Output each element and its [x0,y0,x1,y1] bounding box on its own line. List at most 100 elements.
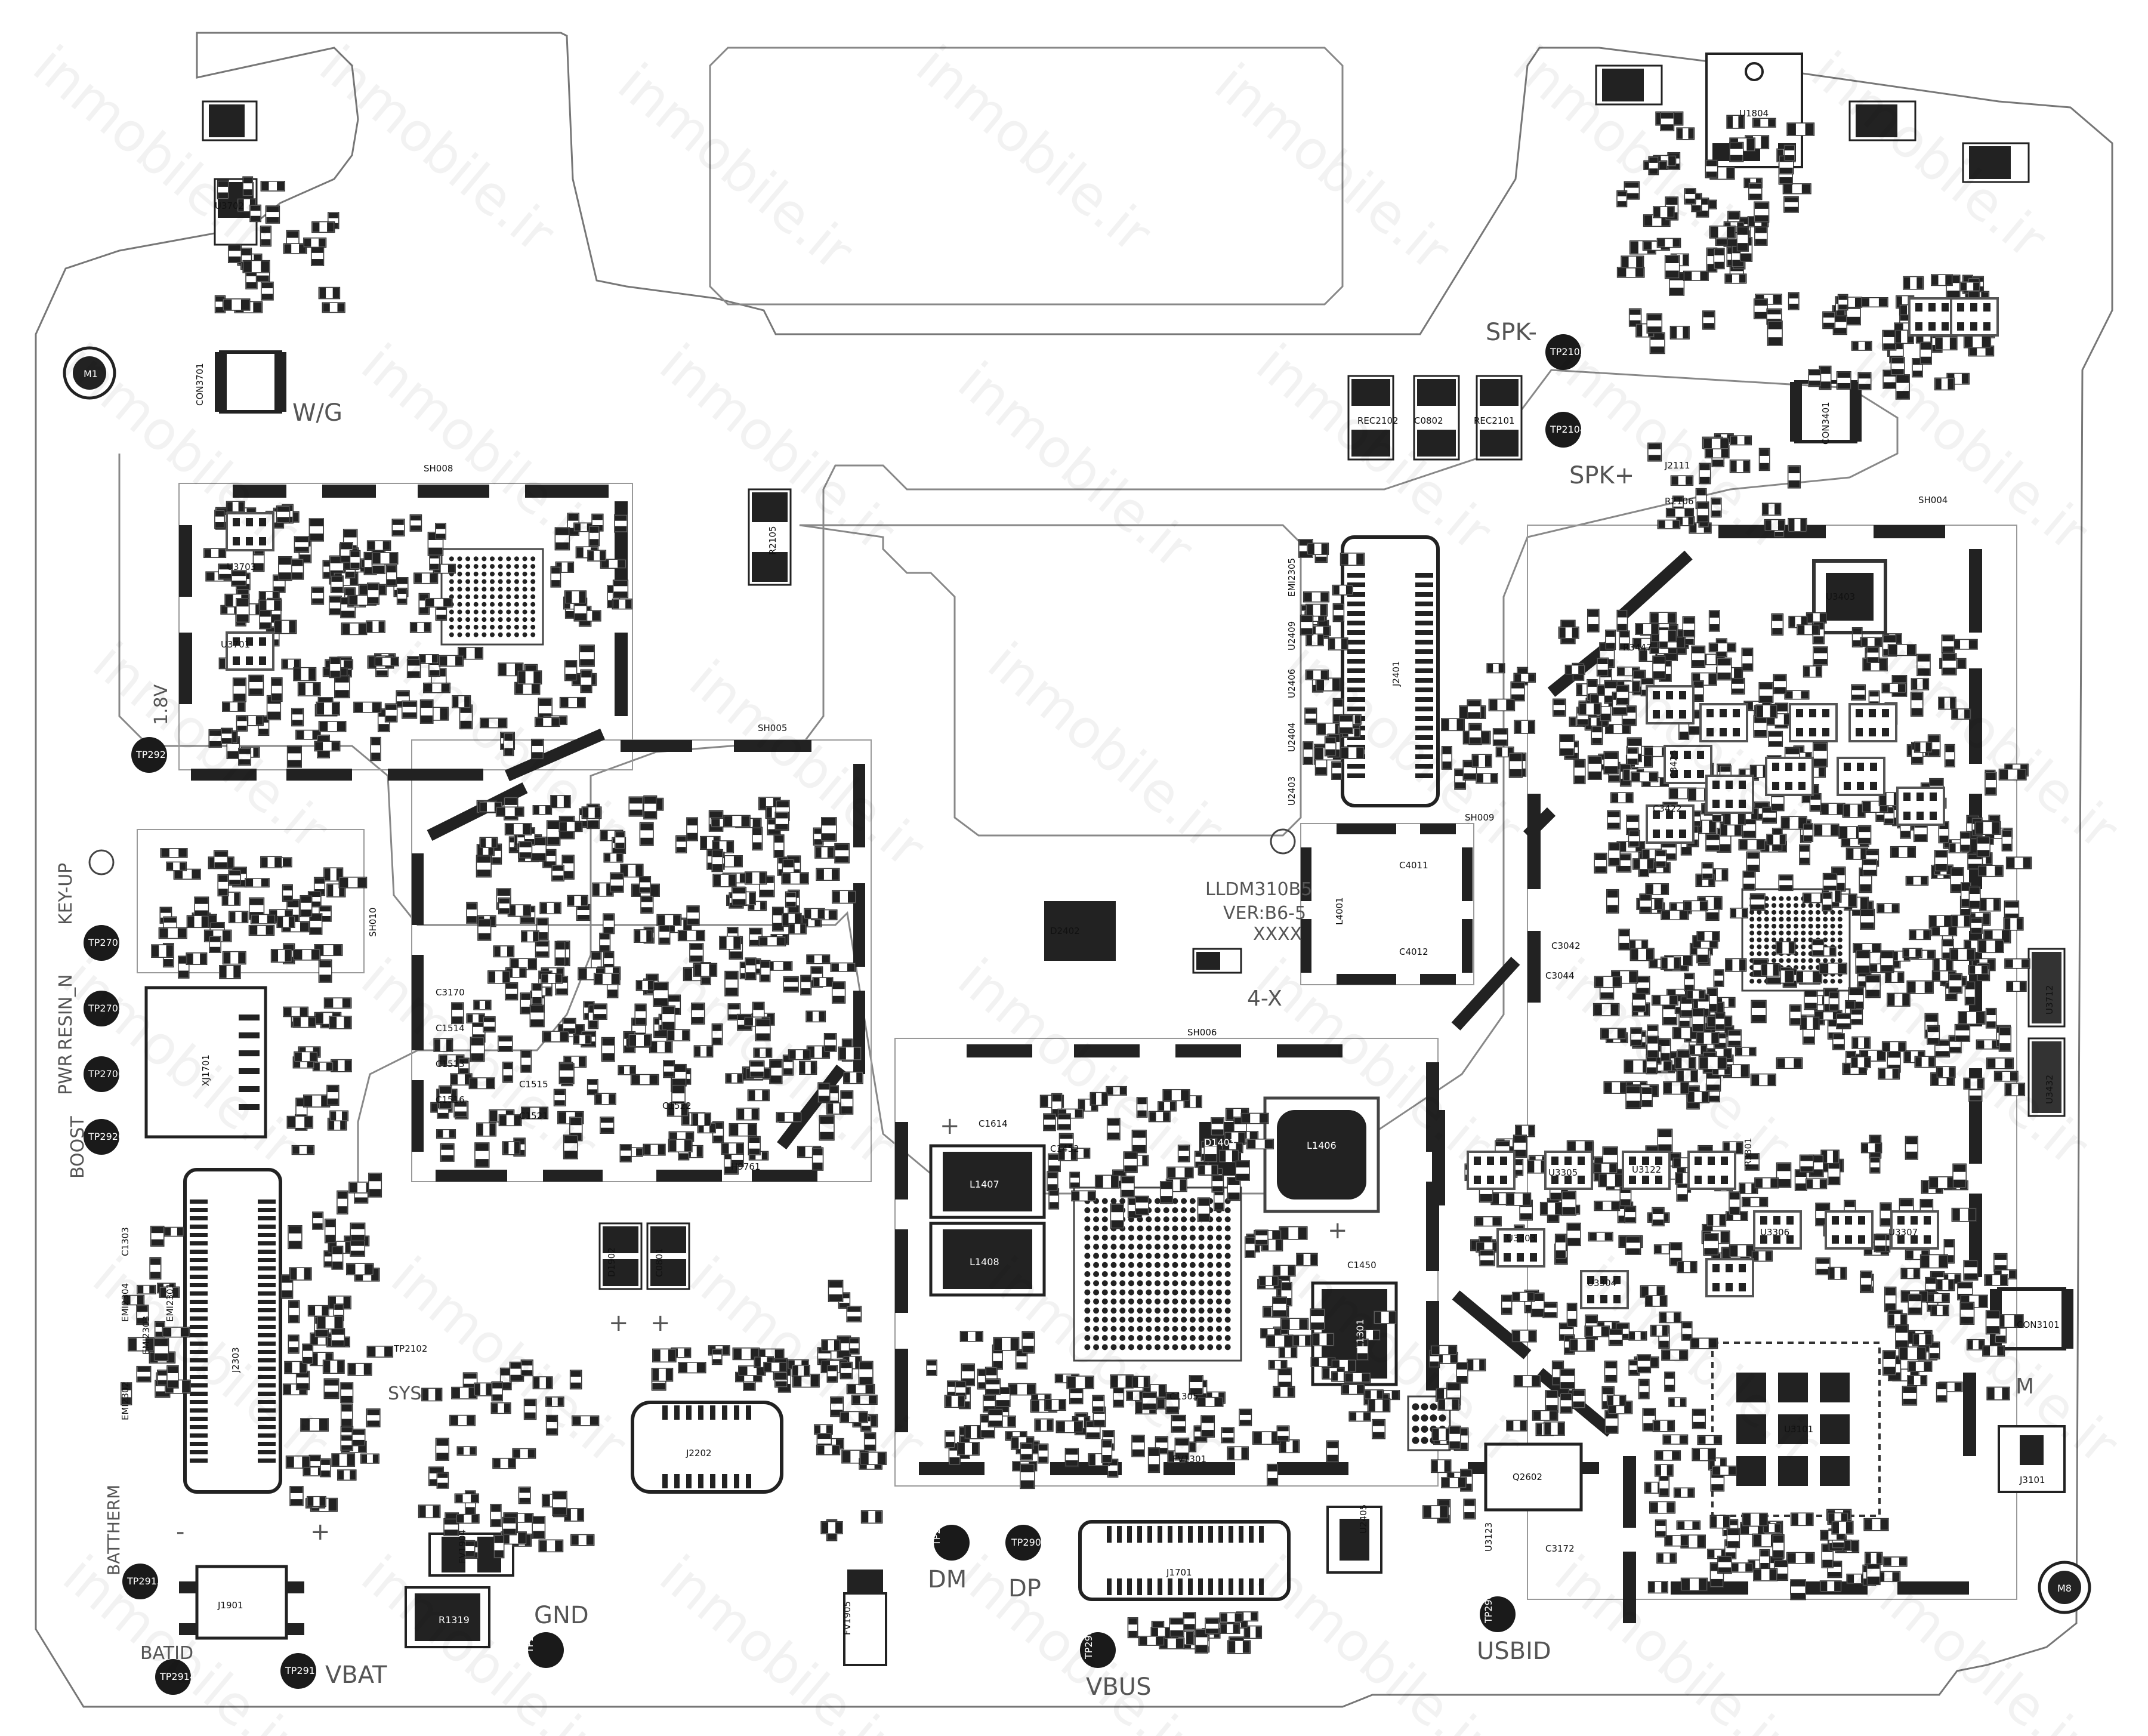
component-label: C0801 [654,1248,665,1277]
mount-label: M8 [2057,1583,2072,1594]
component-label: C1516 [436,1094,465,1105]
signal-resin: RESIN_N [55,974,76,1050]
connector-label: CON3101 [2017,1319,2060,1330]
test-point-label: TP2903 [1083,1623,1094,1660]
component-label: U2405 [1358,1504,1369,1534]
test-point-label: TP2913 [126,1575,163,1587]
watermark-text: inmobile.ir [1245,332,1504,563]
component-label: R2105 [767,526,778,555]
component-label: C1521 [519,1111,548,1121]
test-point-label: TP2703 [88,937,124,948]
component-label: C1513 [436,1059,465,1069]
component-label: U3307 [1888,1227,1918,1238]
transistor-q2602 [1468,1442,1599,1512]
mount-m8[interactable] [2038,1561,2091,1614]
part-label: D1402 [1204,1137,1236,1148]
component-label: R3447 [1623,642,1652,653]
polarity-plus-2: + [609,1309,629,1337]
diode-d2402 [1044,901,1116,961]
watermark-text: inmobile.ir [350,332,609,563]
test-point-label: TP2920 [88,1131,124,1142]
cap-c0802 [646,1222,690,1290]
polarity-plus: + [310,1518,331,1546]
signal-1v8: 1.8V [151,684,172,725]
signal-gnd: GND [534,1602,589,1629]
component-label: U3701 [221,639,250,650]
connector-label: CON3401 [1820,402,1831,445]
test-point-label: TP2904 [1483,1587,1494,1624]
connector-label: J1901 [217,1600,243,1611]
component-label: EMI2302 [120,1382,131,1420]
shield-label: SH006 [1187,1027,1217,1038]
shield-label: H9761 [731,1161,760,1172]
component-label: REC2102 [1357,415,1399,426]
component-labels: SH008SH005SH010SH009SH006SH004H9761M1M8T… [84,108,2072,1682]
connector-label: J2401 [1391,661,1402,687]
connector-xj1701[interactable] [144,986,267,1139]
component-label: EMI2303 [141,1316,152,1355]
part-label: U3101 [1784,1424,1813,1435]
polarity-plus-3: + [650,1309,671,1337]
connector-j2202[interactable] [631,1401,783,1494]
component-label: C3425 [1668,750,1679,779]
board-code: XXXX [1253,924,1302,945]
component-label: C1515 [519,1079,548,1090]
test-points[interactable] [84,334,1581,1695]
polarity-plus-5: + [1328,1217,1348,1244]
shield-sh010 [137,829,365,973]
mount-m1[interactable] [63,346,116,400]
shield-label: SH009 [1465,812,1494,823]
component-label: C3044 [1545,970,1575,981]
signal-spk-plus: SPK+ [1569,462,1634,489]
component-label: C4012 [1399,946,1428,957]
shield-label: SH010 [368,908,378,937]
part-label: FV1905 [842,1601,853,1635]
signal-key-up: KEY-UP [55,863,76,925]
u3101-chip [1711,1342,1881,1517]
inner-outline-3 [709,47,1344,306]
shield-label: SH005 [758,723,787,733]
part-label: D2402 [1050,926,1080,936]
component-label: U3304 [1587,1278,1616,1288]
test-point-label: TP2104 [1550,424,1586,435]
connector-j3101[interactable] [1998,1425,2066,1493]
connector-con3701[interactable] [215,350,286,414]
test-point-label: TP2908 [524,1617,535,1654]
bga-chip-2 [1073,1186,1242,1362]
inductor-l1408 [929,1222,1046,1297]
component-label: C1303 [120,1227,131,1256]
shield-label: SH008 [424,463,453,474]
component-label: D1902 [606,1247,617,1277]
component-label: REC2101 [1474,415,1515,426]
component-label: C0802 [1414,415,1443,426]
component-label: U2409 [1286,621,1297,650]
component-label: EMI2304 [120,1283,131,1322]
board-version: VER:B6-5 [1223,903,1306,924]
tall-parts-right [202,64,2066,1117]
signal-wg: W/G [292,399,342,427]
fuse-fv1905 [843,1570,887,1666]
test-point-label: TP2102 [393,1343,427,1354]
inductor-l1406 [1263,1096,1380,1213]
shield-label: SH004 [1918,495,1948,505]
component-label: C3042 [1551,941,1581,951]
part-label: Q2602 [1513,1472,1542,1482]
watermark-text: inmobile.ir [308,33,567,265]
signal-battherm: BATTHERM [104,1485,124,1575]
cap-c0801 [598,1222,643,1290]
signal-vbus: VBUS [1086,1673,1151,1701]
connector-j1701[interactable] [1078,1520,1291,1601]
component-label: C3172 [1545,1543,1575,1554]
signal-dp: DP [1008,1575,1041,1602]
mount-label: M1 [84,368,98,380]
signal-usbid: USBID [1477,1638,1551,1665]
inductor-l1407 [929,1144,1046,1219]
connector-j1901[interactable] [179,1565,304,1640]
component-label: J2111 [1664,460,1690,471]
component-label: C1305 [1169,1391,1199,1402]
signal-dm: DM [928,1566,967,1593]
test-point-label: TP2921 [135,749,172,760]
watermark-text: inmobile.ir [1203,51,1462,283]
component-label: C1514 [436,1023,465,1034]
part-label: L1407 [970,1179,999,1190]
